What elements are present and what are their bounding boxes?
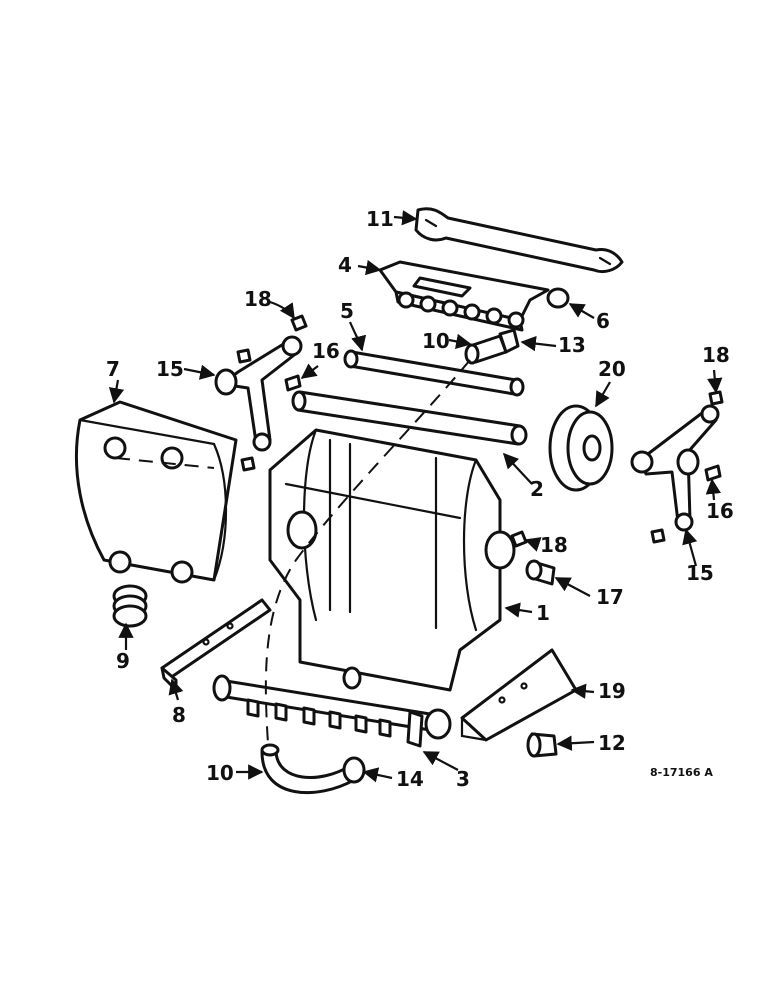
callout-11: 11 <box>366 207 394 231</box>
callout-16-right: 16 <box>706 499 734 523</box>
bracket-part-19 <box>460 648 578 742</box>
rocker-arm-right-part-15 <box>630 404 720 532</box>
callout-16-left: 16 <box>312 339 340 363</box>
callout-14: 14 <box>396 767 424 791</box>
callout-10-bottom: 10 <box>206 761 234 785</box>
callout-12: 12 <box>598 731 626 755</box>
clamp-part-14 <box>342 756 366 784</box>
bushing-part-17 <box>525 559 556 586</box>
screw-part-16-left <box>284 374 302 392</box>
callout-17: 17 <box>596 585 624 609</box>
screw-part-16-right <box>704 464 722 482</box>
side-cover-part-7 <box>74 400 238 584</box>
callout-20: 20 <box>598 357 626 381</box>
callout-13: 13 <box>558 333 586 357</box>
screw-part-extra-right <box>650 528 666 544</box>
cap-part-12 <box>526 732 558 758</box>
screw-part-18-right <box>708 390 724 406</box>
hose-part-10 <box>260 743 356 795</box>
plug-part-6 <box>546 287 570 309</box>
callout-5: 5 <box>340 299 354 323</box>
shaft-part-5 <box>343 349 525 397</box>
reference-code: 8-17166 A <box>650 766 713 779</box>
callout-9: 9 <box>116 649 130 673</box>
assembly-path-lines <box>115 359 471 745</box>
callout-3: 3 <box>456 767 470 791</box>
callout-8: 8 <box>172 703 186 727</box>
screw-part-18-frame <box>510 530 528 548</box>
callout-18-right: 18 <box>702 343 730 367</box>
callout-15-left: 15 <box>156 357 184 381</box>
lower-manifold-part-3 <box>212 666 452 748</box>
callout-2: 2 <box>530 477 544 501</box>
callout-19: 19 <box>598 679 626 703</box>
leader-lines <box>108 210 723 783</box>
callout-6: 6 <box>596 309 610 333</box>
callout-labels: 11 4 18 6 5 10 13 16 15 7 20 18 2 16 18 … <box>106 207 734 791</box>
main-frame-part-1 <box>268 428 516 692</box>
callout-18-frame: 18 <box>540 533 568 557</box>
screw-part-18-left <box>290 314 308 332</box>
screw-part-extra-left <box>236 348 256 472</box>
callout-10-top: 10 <box>422 329 450 353</box>
bracket-part-8 <box>160 598 272 692</box>
tube-fitting-part-13 <box>464 328 520 365</box>
shaft-part-2 <box>291 390 528 446</box>
wrench-part <box>414 207 624 274</box>
callout-15-right: 15 <box>686 561 714 585</box>
callout-18-top-left: 18 <box>244 287 272 311</box>
callout-7: 7 <box>106 357 120 381</box>
callout-1: 1 <box>536 601 550 625</box>
rocker-arm-left-part-15 <box>214 335 303 452</box>
manifold-plate-part <box>378 260 550 332</box>
pulley-part-20 <box>548 404 614 492</box>
spring-part-9 <box>112 584 148 628</box>
callout-4: 4 <box>338 253 352 277</box>
